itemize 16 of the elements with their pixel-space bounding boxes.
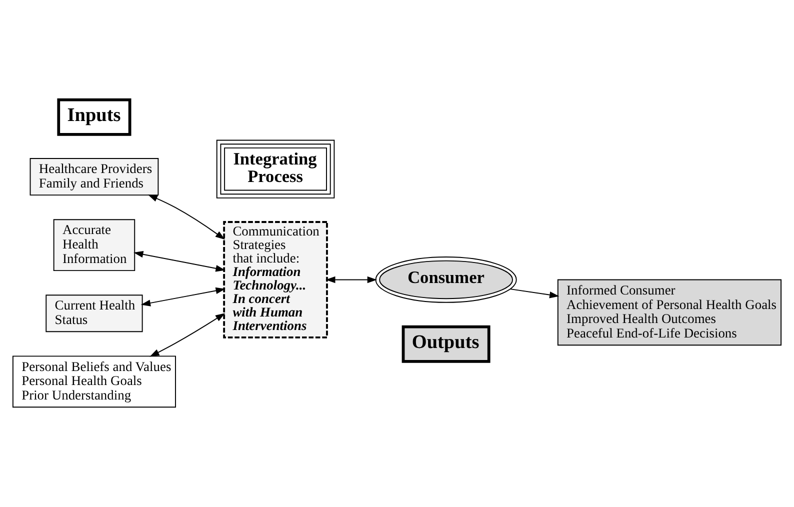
node-box: Outputs	[402, 325, 490, 363]
arrow	[134, 251, 226, 272]
node-box: Healthcare Providers Family and Friends	[30, 158, 159, 196]
arrow	[148, 194, 225, 240]
arrow	[510, 288, 560, 298]
node-box: Personal Beliefs and Values Personal Health Goals Prior Understanding	[12, 356, 176, 408]
node-box: Informed Consumer Achievement of Personal Health Goals Improved Health Outcomes Peaceful End-of-Life Decisions	[557, 279, 782, 346]
node-box: Current Health Status	[46, 294, 143, 332]
arrow	[326, 276, 377, 284]
node-box: Inputs	[57, 98, 132, 136]
arrow	[150, 313, 226, 357]
arrow	[140, 287, 226, 306]
node-box: Communication Strategies that include: Information Technology... In concert with Human Interventions	[223, 221, 328, 338]
node-ellipse: Consumer	[375, 256, 517, 303]
node-box: Accurate Health Information	[53, 219, 136, 272]
node-box: Integrating Process	[216, 140, 335, 198]
